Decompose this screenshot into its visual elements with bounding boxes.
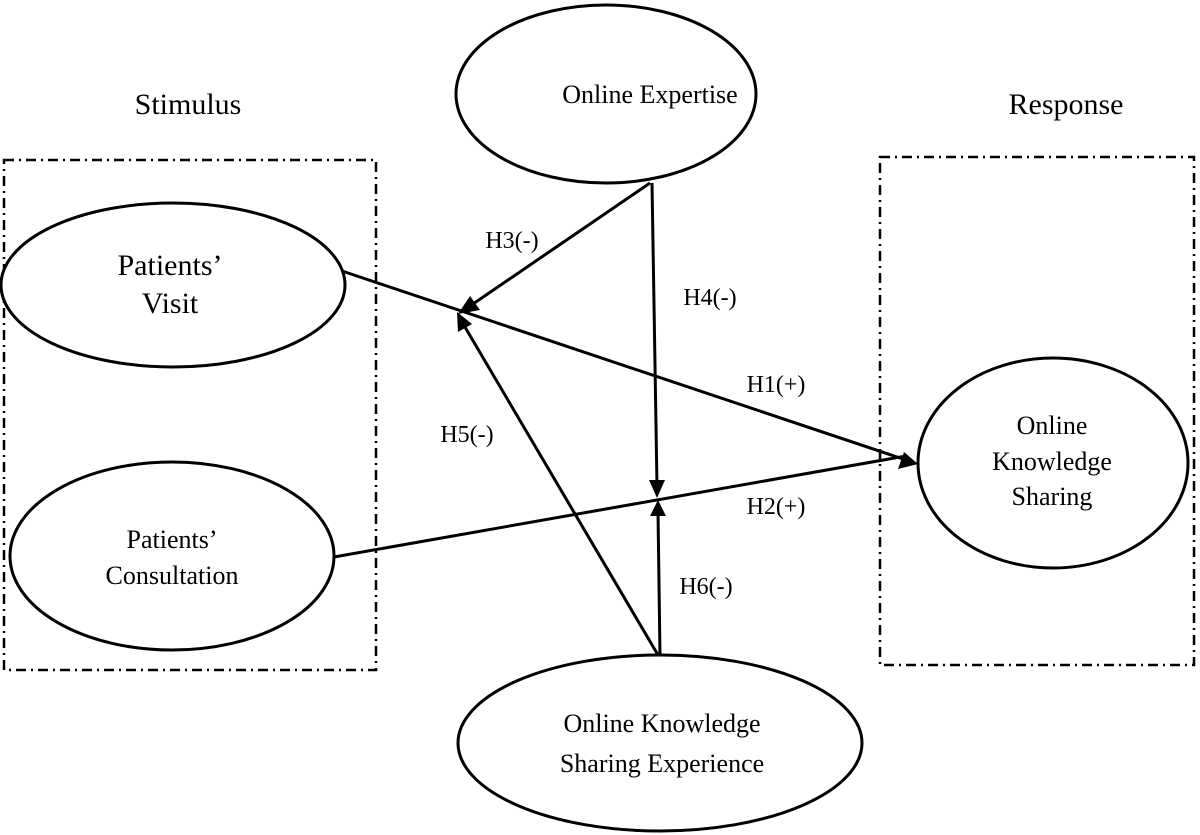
edge-h6 [656,511,662,656]
arrowhead-h3 [458,296,480,314]
arrowhead-h1 [898,452,918,469]
node-okse-label-line1: Online Knowledge [563,709,760,738]
arrowhead-h5 [457,312,472,332]
node-online-knowledge-sharing-label-line1: Online [1017,411,1088,440]
node-patients-consultation-label-line2: Consultation [106,561,239,590]
hypothesis-label-h5: H5(-) [440,422,493,448]
node-okse [456,653,864,833]
edge-h2 [333,454,907,559]
response-title: Response [1009,88,1124,121]
hypothesis-label-h6: H6(-) [679,574,732,600]
node-patients-visit-label-line2: Visit [142,287,199,320]
hypothesis-label-h3: H3(-) [485,228,538,254]
response-box [878,155,1196,667]
node-online-knowledge-sharing-label-line2: Knowledge [992,447,1112,476]
arrowhead-h6 [650,500,666,516]
hypothesis-label-h1: H1(+) [747,372,806,398]
node-okse-label-line2: Sharing Experience [560,749,764,778]
node-online-expertise-label: Online Expertise [562,80,737,109]
hypothesis-label-h2: H2(+) [747,494,806,520]
edge-h4 [650,182,659,487]
edge-h1 [341,269,907,462]
node-online-knowledge-sharing-label-line3: Sharing [1012,482,1093,511]
arrowhead-h4 [649,480,665,498]
node-patients-visit [0,201,347,369]
node-patients-visit-label-line1: Patients’ [118,249,223,282]
edge-h5 [460,321,660,656]
node-online-knowledge-sharing [916,356,1190,570]
node-patients-consultation [8,460,336,652]
stimulus-box [2,158,378,672]
node-online-expertise [454,3,758,185]
edge-h3 [469,181,651,308]
node-patients-consultation-label-line1: Patients’ [127,525,218,554]
stimulus-title: Stimulus [135,88,242,121]
hypothesis-label-h4: H4(-) [683,285,736,311]
